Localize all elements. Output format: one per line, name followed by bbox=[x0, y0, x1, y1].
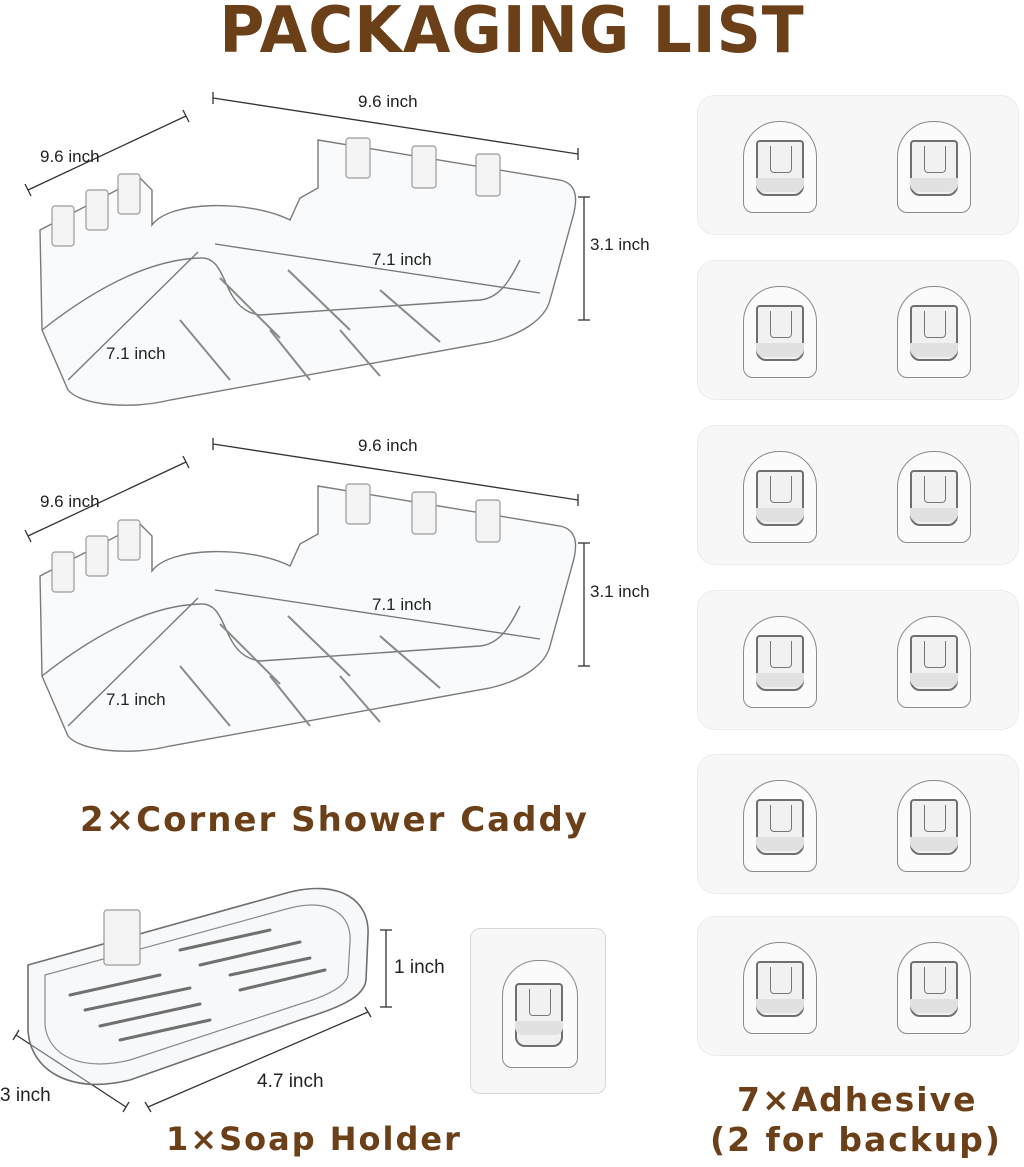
dim-top-width: 9.6 inch bbox=[358, 436, 418, 455]
adhesive-panel-3 bbox=[697, 425, 1019, 565]
dim-side-width: 9.6 inch bbox=[40, 147, 100, 166]
adhesive-panel-2 bbox=[697, 260, 1019, 400]
dim-soap-depth: 3 inch bbox=[0, 1085, 51, 1106]
dim-inner-back: 7.1 inch bbox=[372, 595, 432, 614]
hook-icon bbox=[743, 780, 817, 872]
hook-icon bbox=[743, 942, 817, 1034]
dim-inner-front: 7.1 inch bbox=[106, 344, 166, 363]
caption-adhesive: 7×Adhesive bbox=[737, 1080, 978, 1119]
dim-inner-front: 7.1 inch bbox=[106, 690, 166, 709]
hook-icon bbox=[897, 942, 971, 1034]
dim-side-width: 9.6 inch bbox=[40, 492, 100, 511]
soap-holder-illustration bbox=[12, 887, 392, 1113]
hook-icon bbox=[743, 451, 817, 543]
caption-corner-caddy: 2×Corner Shower Caddy bbox=[80, 800, 589, 840]
hook-icon bbox=[897, 780, 971, 872]
single-adhesive-hook bbox=[470, 928, 606, 1094]
hook-icon bbox=[897, 451, 971, 543]
adhesive-panel-6 bbox=[697, 916, 1019, 1056]
dim-inner-back: 7.1 inch bbox=[372, 250, 432, 269]
corner-caddy-illustration bbox=[24, 92, 590, 406]
dim-soap-length: 4.7 inch bbox=[257, 1071, 324, 1092]
corner-shower-caddy-1: 9.6 inch 9.6 inch 3.1 inch 7.1 inch 7.1 … bbox=[0, 80, 690, 425]
hook-icon bbox=[897, 286, 971, 378]
hook-icon bbox=[897, 121, 971, 213]
dim-soap-height: 1 inch bbox=[394, 957, 445, 978]
corner-caddy-illustration bbox=[24, 438, 590, 752]
dim-height: 3.1 inch bbox=[590, 582, 650, 601]
hook-icon bbox=[743, 121, 817, 213]
hook-icon bbox=[743, 616, 817, 708]
page-title: PACKAGING LIST bbox=[219, 0, 805, 68]
adhesive-panel-4 bbox=[697, 590, 1019, 730]
dim-top-width: 9.6 inch bbox=[358, 92, 418, 111]
hook-icon bbox=[743, 286, 817, 378]
dim-height: 3.1 inch bbox=[590, 235, 650, 254]
adhesive-panel-1 bbox=[697, 95, 1019, 235]
hook-icon bbox=[502, 960, 578, 1068]
hook-icon bbox=[897, 616, 971, 708]
corner-shower-caddy-2: 9.6 inch 9.6 inch 3.1 inch 7.1 inch 7.1 … bbox=[0, 426, 690, 771]
soap-holder: 1 inch 3 inch 4.7 inch bbox=[0, 880, 470, 1120]
adhesive-panel-5 bbox=[697, 754, 1019, 894]
caption-soap-holder: 1×Soap Holder bbox=[166, 1120, 462, 1158]
caption-adhesive-backup: (2 for backup) bbox=[710, 1120, 1002, 1159]
